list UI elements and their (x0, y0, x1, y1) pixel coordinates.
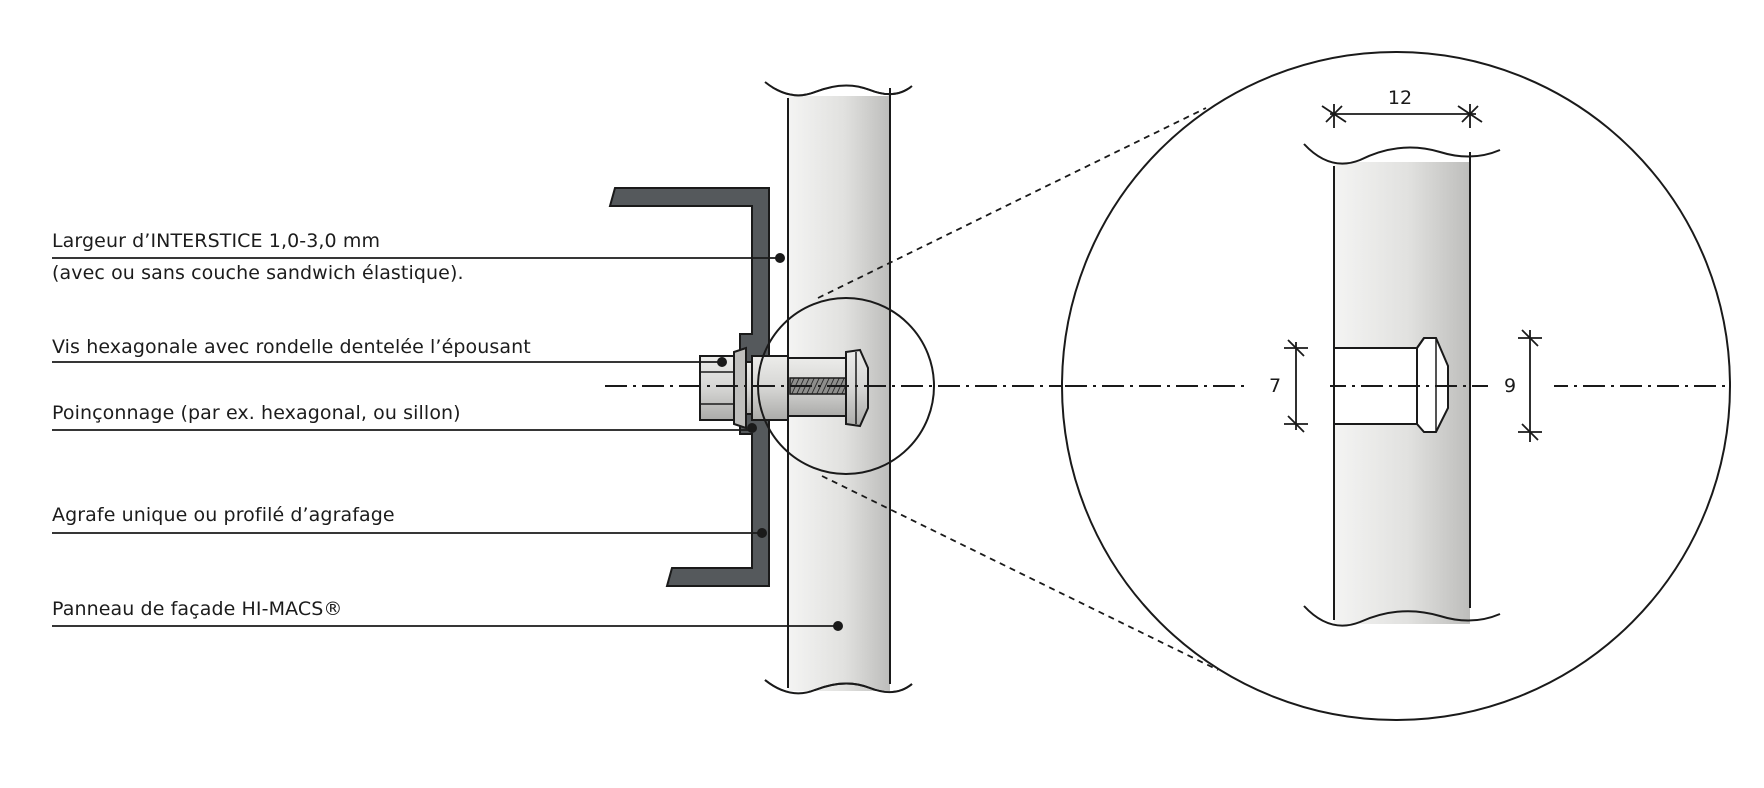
dim-7 (1284, 339, 1308, 433)
label-clip: Agrafe unique ou profilé d’agrafage (52, 504, 395, 526)
label-screw: Vis hexagonale avec rondelle dentelée l’… (52, 336, 531, 358)
leader-lines (52, 253, 843, 631)
hex-nut (699, 355, 735, 421)
label-panel: Panneau de façade HI-MACS® (52, 598, 343, 620)
label-gap-width: Largeur d’INTERSTICE 1,0-3,0 mm (52, 230, 381, 252)
dim-9-label: 9 (1504, 375, 1516, 397)
undercut (1416, 337, 1449, 433)
anchor-head (845, 348, 869, 428)
label-gap-note: (avec ou sans couche sandwich élastique)… (52, 262, 464, 284)
label-punching: Poinçonnage (par ex. hexagonal, ou sillo… (52, 402, 461, 424)
dim-9 (1518, 329, 1542, 442)
dim-12-label: 12 (1388, 87, 1412, 109)
clip-profile (608, 187, 770, 587)
serrated-washer (733, 346, 747, 430)
dim-7-label: 7 (1269, 375, 1281, 397)
dim-12 (1321, 104, 1483, 128)
